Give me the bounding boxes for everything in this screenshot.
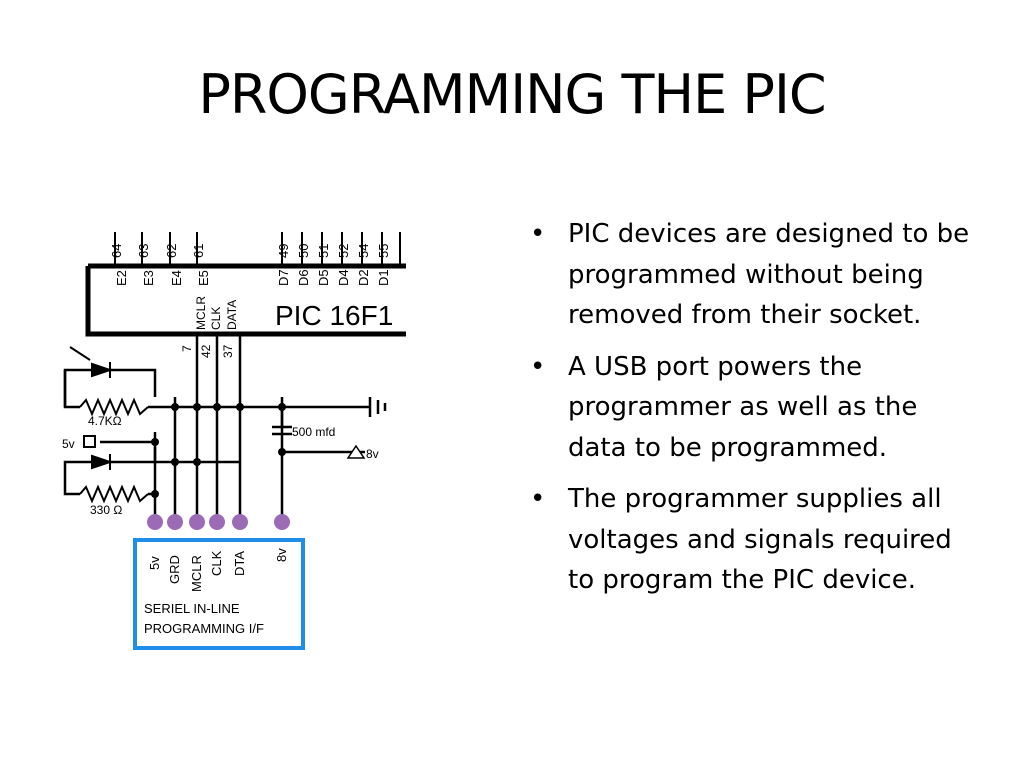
connector-pads: [147, 514, 290, 530]
pad-8v: [274, 514, 290, 530]
signal-label-mclr: MCLR: [194, 296, 208, 330]
port-label: E3: [141, 270, 156, 286]
slide-title: PROGRAMMING THE PIC: [198, 63, 826, 126]
pin-number: 42: [199, 344, 213, 358]
vpp-terminal-icon: [346, 444, 366, 459]
port-label: D1: [376, 269, 391, 286]
supply-label: 5v: [62, 437, 75, 451]
resistor-label-bottom: 330 Ω: [90, 503, 122, 517]
bullet-text: The programmer supplies all voltages and…: [568, 484, 952, 595]
port-label: E5: [196, 270, 211, 286]
resistor-label-top: 4.7KΩ: [88, 414, 122, 428]
pin-number: 64: [109, 244, 124, 258]
pin-number: 7: [180, 345, 194, 352]
bullet-item: • PIC devices are designed to be program…: [530, 214, 980, 336]
pad-dta: [232, 514, 248, 530]
bullet-icon: •: [530, 484, 546, 514]
pin-number: 63: [136, 244, 151, 258]
pad-mclr: [189, 514, 205, 530]
resistor-4-7k: [79, 397, 149, 417]
port-label: D2: [356, 269, 371, 286]
connector-pin-label: GRD: [167, 555, 182, 584]
bullet-text: A USB port powers the programmer as well…: [568, 351, 918, 463]
bullet-list: • PIC devices are designed to be program…: [530, 214, 980, 612]
connector-box: [133, 538, 305, 650]
pad-clk: [209, 514, 225, 530]
capacitor-label: 500 mfd: [292, 425, 335, 439]
port-label: D7: [276, 269, 291, 286]
connector-title-2: PROGRAMMING I/F: [144, 621, 264, 636]
port-label: E2: [114, 270, 129, 286]
pin-number: 62: [164, 244, 179, 258]
connector-pin-label: MCLR: [189, 555, 204, 592]
pin-number: 52: [336, 244, 351, 258]
connector-pin-label: DTA: [232, 551, 247, 576]
pin-number: 61: [191, 244, 206, 258]
pad-grd: [167, 514, 183, 530]
pin-number: 50: [296, 244, 311, 258]
signal-label-data: DATA: [225, 300, 239, 330]
pin-number: 49: [276, 244, 291, 258]
signal-label-clk: CLK: [209, 307, 223, 330]
led-diode-icon: [91, 362, 114, 378]
supply-terminal: [83, 435, 96, 448]
bullet-item: • The programmer supplies all voltages a…: [530, 479, 980, 601]
connector-pin-label: CLK: [209, 550, 224, 576]
bullet-icon: •: [530, 219, 546, 249]
vpp-label: 8v: [366, 447, 379, 461]
connector-pin-label: 8v: [274, 548, 289, 562]
connector-pin-label: 5v: [147, 556, 162, 570]
port-label: D4: [336, 269, 351, 286]
pad-5v: [147, 514, 163, 530]
resistor-330: [79, 484, 149, 504]
bullet-icon: •: [530, 351, 546, 382]
port-label: D5: [316, 269, 331, 286]
port-label: E4: [169, 270, 184, 286]
connector-title-1: SERIEL IN-LINE: [144, 601, 240, 616]
chip-label: PIC 16F1: [275, 300, 393, 331]
bullet-item: • A USB port powers the programmer as we…: [530, 347, 980, 469]
pin-number: 55: [376, 244, 391, 258]
pic-programming-schematic: 64 63 62 61 49 50 51 52 54 55 E2 E3 E4 E…: [60, 222, 410, 662]
pin-number: 37: [221, 344, 235, 358]
pin-number: 54: [356, 244, 371, 258]
port-label: D6: [296, 269, 311, 286]
diode-icon: [91, 454, 114, 470]
bullet-text: PIC devices are designed to be programme…: [568, 219, 970, 330]
pin-number: 51: [316, 244, 331, 258]
